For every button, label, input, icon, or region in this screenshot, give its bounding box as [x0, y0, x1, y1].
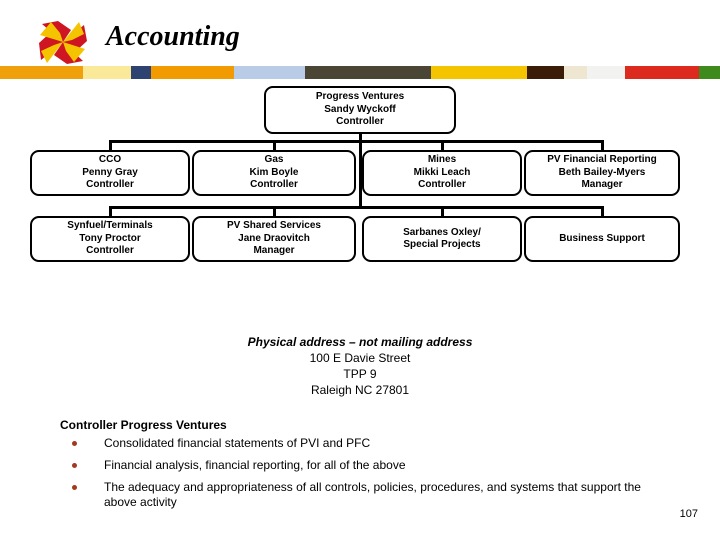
org-node-line: Manager	[581, 179, 623, 191]
color-bar-segment-4	[234, 66, 305, 79]
address-line-3: Raleigh NC 27801	[310, 383, 410, 397]
responsibilities-list: Consolidated financial statements of PVI…	[60, 436, 660, 510]
color-bar-segment-3	[151, 66, 235, 79]
list-item-text: Financial analysis, financial reporting,…	[104, 458, 406, 472]
org-node-line: Manager	[253, 245, 295, 257]
org-connector-bus-row2	[108, 206, 604, 209]
color-bar-segment-1	[83, 66, 132, 79]
responsibilities-heading: Controller Progress Ventures	[60, 418, 227, 432]
org-node-line: PV Financial Reporting	[547, 154, 657, 166]
org-connector-drop-r1-c3	[600, 140, 604, 150]
address-line-2: TPP 9	[343, 367, 377, 381]
address-heading: Physical address – not mailing address	[247, 335, 473, 349]
color-bar-segment-7	[527, 66, 565, 79]
org-node-line: PV Shared Services	[227, 220, 321, 232]
org-node-line: Tony Proctor	[79, 232, 141, 244]
page-number: 107	[679, 508, 698, 520]
address-block: Physical address – not mailing address 1…	[0, 334, 720, 398]
org-connector-bus-row1	[108, 140, 604, 143]
list-item: The adequacy and appropriateness of all …	[60, 480, 660, 510]
address-line-1: 100 E Davie Street	[309, 351, 411, 365]
color-bar-segment-8	[564, 66, 588, 79]
color-bar-segment-0	[0, 66, 84, 79]
org-node-line: Jane Draovitch	[238, 232, 310, 244]
org-node-line: Mikki Leach	[413, 166, 471, 178]
org-node-line: Mines	[427, 154, 457, 166]
org-connector-drop-r2-c2	[440, 206, 444, 216]
org-node-line: Sarbanes Oxley/	[403, 226, 481, 238]
org-connector-drop-r2-c3	[600, 206, 604, 216]
org-connector-drop-r1-c1	[272, 140, 276, 150]
org-node-line: Controller	[336, 116, 384, 128]
list-item: Consolidated financial statements of PVI…	[60, 436, 660, 451]
slide-header: Accounting	[0, 0, 720, 82]
page-title: Accounting	[106, 21, 240, 52]
org-node-line: Controller	[418, 179, 466, 191]
color-bar-segment-2	[131, 66, 152, 79]
list-item-text: The adequacy and appropriateness of all …	[104, 480, 641, 509]
org-node-line: Kim Boyle	[249, 166, 299, 178]
color-bar-segment-5	[304, 66, 432, 79]
org-node-line: Beth Bailey-Myers	[558, 166, 646, 178]
org-connector-drop-r1-c0	[108, 140, 112, 150]
org-node-line: Gas	[264, 154, 284, 166]
org-connector-drop-r2-c1	[272, 206, 276, 216]
brand-color-bar	[0, 66, 720, 79]
org-node-line: Business Support	[559, 232, 645, 244]
bullet-dot-icon	[72, 441, 77, 446]
list-item-text: Consolidated financial statements of PVI…	[104, 436, 371, 450]
color-bar-segment-9	[587, 66, 625, 79]
org-node-line: Special Projects	[403, 239, 481, 250]
org-node-business-support[interactable]: Business Support	[524, 216, 680, 262]
responsibilities-block: Controller Progress Ventures Consolidate…	[60, 418, 660, 517]
org-connector-drop-r1-c2	[440, 140, 444, 150]
org-connector-spine	[358, 134, 362, 206]
bullet-dot-icon	[72, 485, 77, 490]
org-node-line: Progress Ventures	[315, 91, 405, 103]
org-node-line: Controller	[86, 179, 134, 191]
color-bar-segment-10	[624, 66, 699, 79]
org-node-line: Penny Gray	[82, 166, 138, 178]
org-node-line: Sandy Wyckoff	[324, 103, 396, 115]
org-node-sarbanes-oxley[interactable]: Sarbanes Oxley/Special Projects	[362, 216, 522, 262]
list-item: Financial analysis, financial reporting,…	[60, 458, 660, 473]
org-node-line: Controller	[86, 245, 134, 257]
bullet-dot-icon	[72, 463, 77, 468]
org-connector-drop-r2-c0	[108, 206, 112, 216]
org-node-line: Controller	[250, 179, 298, 191]
org-node-line: CCO	[98, 154, 122, 166]
org-node-line: Synfuel/Terminals	[67, 220, 153, 232]
color-bar-segment-11	[698, 66, 720, 79]
progress-energy-pinwheel-logo-icon	[36, 18, 90, 66]
color-bar-segment-6	[431, 66, 528, 79]
